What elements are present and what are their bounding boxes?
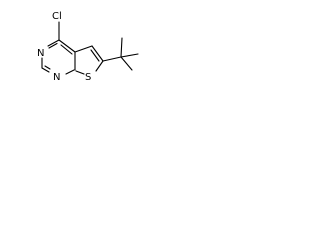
bond-c5-c6-double (90, 49, 100, 62)
bond-c5-c6 (91, 45, 104, 62)
atom-label-chlorine: Cl (52, 11, 62, 22)
bond-c6-s (95, 60, 104, 72)
bond-c2-n1-double (44, 65, 51, 70)
structure-diagram: Cl N N S (37, 11, 139, 83)
bond-cq-me-top (120, 37, 123, 58)
atom-label-nitrogen-top: N (37, 48, 44, 59)
bond-c4a-c4 (58, 39, 76, 53)
bond-cq-me-bottom (120, 56, 133, 71)
molecule-canvas: Cl N N S (0, 0, 179, 113)
atom-label-sulfur: S (85, 72, 91, 83)
bond-c4-n3 (47, 39, 60, 47)
atom-label-nitrogen-bottom: N (53, 72, 60, 83)
bond-cq-me-right (120, 53, 139, 58)
bond-c4a-c5 (74, 45, 93, 53)
bond-s-c7a (75, 70, 85, 75)
bond-c2-n1 (41, 67, 50, 73)
bond-c4-n3-double (48, 42, 58, 49)
bond-c4a-c4-double (60, 44, 73, 55)
bond-c6-cq (102, 56, 122, 62)
bond-n1-c7a (65, 69, 75, 75)
